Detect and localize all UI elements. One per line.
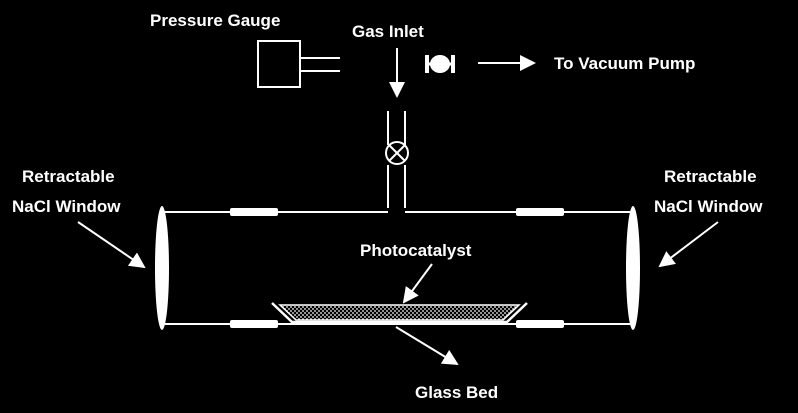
glass-bed-arrow — [395, 326, 459, 366]
pressure-gauge — [257, 40, 340, 88]
right-window-label-line2: NaCl Window — [654, 197, 763, 216]
inlet-valve-icon — [385, 141, 409, 165]
cell-body — [160, 208, 634, 328]
right-window-arrow — [658, 221, 719, 268]
left-window-label-line1: Retractable — [22, 167, 115, 186]
right-window-label-line1: Retractable — [664, 167, 757, 186]
inlet-tube — [387, 111, 406, 208]
glass-bed-label: Glass Bed — [415, 383, 498, 402]
vacuum-pump-label: To Vacuum Pump — [554, 54, 695, 73]
gas-inlet-label: Gas Inlet — [352, 22, 424, 41]
photocatalyst-arrow — [402, 263, 433, 304]
right-nacl-window — [626, 206, 640, 330]
photocatalyst-layer — [278, 304, 521, 321]
vacuum-valve-icon — [425, 55, 455, 73]
photocatalyst-label: Photocatalyst — [360, 241, 472, 260]
glass-bed — [271, 302, 528, 324]
left-window-arrow — [77, 221, 146, 269]
pressure-gauge-label: Pressure Gauge — [150, 11, 280, 30]
left-nacl-window — [155, 206, 169, 330]
left-window-label-line2: NaCl Window — [12, 197, 121, 216]
